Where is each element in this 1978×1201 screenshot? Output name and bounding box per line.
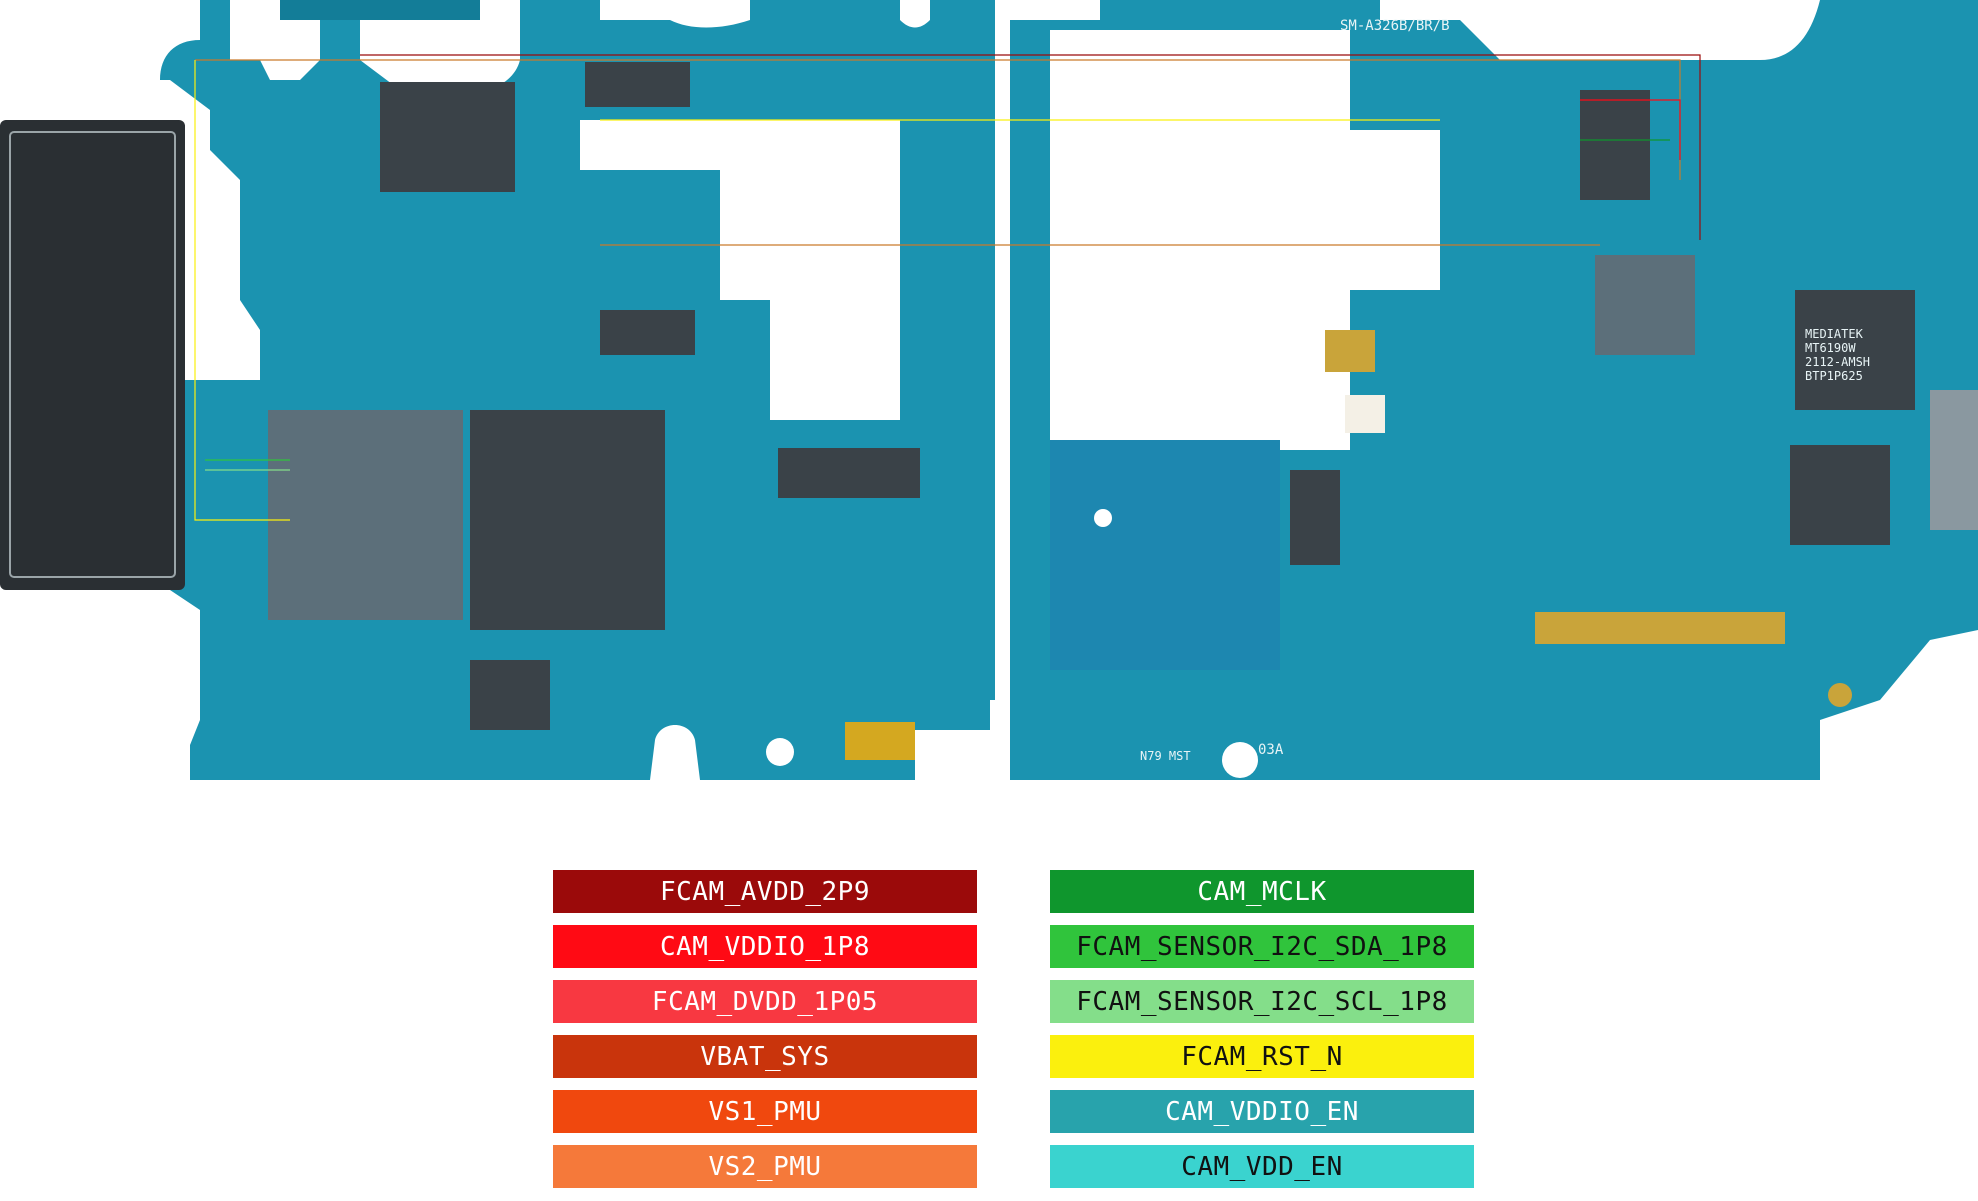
legend-item: FCAM_AVDD_2P9 bbox=[553, 870, 977, 913]
right-cutout-small bbox=[1290, 130, 1440, 290]
mount-hole-right bbox=[1222, 742, 1258, 778]
board-code-n79: N79 MST bbox=[1140, 749, 1191, 763]
bga-soc-chip bbox=[268, 410, 463, 620]
connector-right-left bbox=[778, 448, 920, 498]
mediatek-line-3: 2112-AMSH bbox=[1805, 355, 1870, 369]
trace-vddio bbox=[1580, 99, 1681, 160]
pcb-board-view: SM-A326B/BR/B MEDIATEK MT6190W 2112-AMSH… bbox=[0, 0, 1978, 780]
small-hole-right bbox=[1094, 509, 1112, 527]
trace-avdd bbox=[360, 54, 1701, 240]
sim-card-tray bbox=[0, 120, 185, 590]
qr-pad bbox=[1325, 330, 1375, 372]
board-text: SM-A326B/BR/B MEDIATEK MT6190W 2112-AMSH… bbox=[1140, 18, 1870, 763]
sim-tray-frame bbox=[9, 131, 176, 578]
legend-item: CAM_VDD_EN bbox=[1050, 1145, 1474, 1188]
top-strip-left bbox=[280, 0, 480, 20]
mount-hole-left bbox=[766, 738, 794, 766]
legend-item: CAM_VDDIO_EN bbox=[1050, 1090, 1474, 1133]
legend-item: VS2_PMU bbox=[553, 1145, 977, 1188]
legend-item: FCAM_DVDD_1P05 bbox=[553, 980, 977, 1023]
connector-mid-left bbox=[600, 310, 695, 355]
nfc-area bbox=[1050, 440, 1280, 670]
connector-vertical-right bbox=[1290, 470, 1340, 565]
mediatek-line-1: MEDIATEK bbox=[1805, 327, 1864, 341]
flash-led bbox=[1345, 395, 1385, 433]
legend-item: FCAM_RST_N bbox=[1050, 1035, 1474, 1078]
shield-can-right bbox=[1930, 390, 1978, 530]
mediatek-line-2: MT6190W bbox=[1805, 341, 1856, 355]
memory-chip bbox=[470, 410, 665, 630]
connector-top-left bbox=[585, 62, 690, 107]
trace-rst bbox=[194, 60, 290, 521]
legend-item: CAM_MCLK bbox=[1050, 870, 1474, 913]
mediatek-line-4: BTP1P625 bbox=[1805, 369, 1863, 383]
legend-left-column: FCAM_AVDD_2P9 CAM_VDDIO_1P8 FCAM_DVDD_1P… bbox=[553, 870, 977, 1200]
board-code-03a: 03A bbox=[1258, 742, 1284, 758]
net-traces bbox=[194, 54, 1701, 521]
pmic-chip bbox=[380, 82, 515, 192]
mediatek-chip bbox=[1795, 290, 1915, 410]
mid-bga-chip bbox=[1595, 255, 1695, 355]
legend-item: CAM_VDDIO_1P8 bbox=[553, 925, 977, 968]
gold-pad-right bbox=[1828, 683, 1852, 707]
connector-top-right bbox=[1580, 90, 1650, 200]
left-board bbox=[0, 0, 995, 780]
legend-item: FCAM_SENSOR_I2C_SDA_1P8 bbox=[1050, 925, 1474, 968]
gold-pad-left bbox=[845, 722, 915, 760]
model-text: SM-A326B/BR/B bbox=[1340, 18, 1450, 34]
board-to-board-connector bbox=[1535, 612, 1785, 644]
right-board bbox=[1010, 0, 1978, 780]
small-bga-chip bbox=[470, 660, 550, 730]
legend-right-column: CAM_MCLK FCAM_SENSOR_I2C_SDA_1P8 FCAM_SE… bbox=[1050, 870, 1474, 1200]
left-pcb-outline bbox=[0, 0, 995, 780]
legend-item: VS1_PMU bbox=[553, 1090, 977, 1133]
legend-item: VBAT_SYS bbox=[553, 1035, 977, 1078]
legend-item: FCAM_SENSOR_I2C_SCL_1P8 bbox=[1050, 980, 1474, 1023]
skyworks-chip bbox=[1790, 445, 1890, 545]
